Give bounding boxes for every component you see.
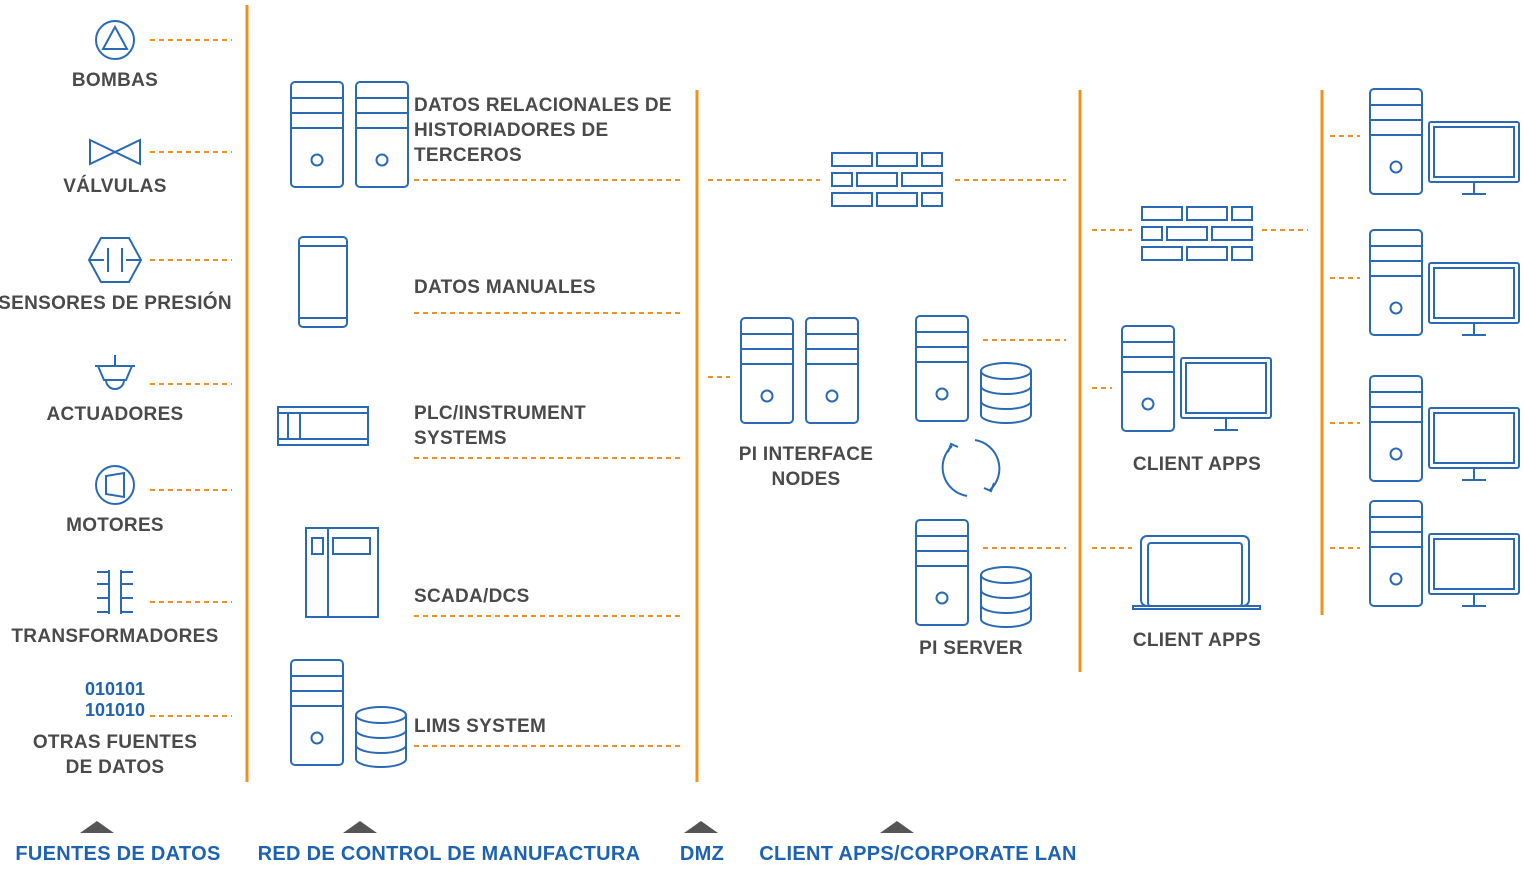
control-label: PLC/INSTRUMENT	[414, 403, 586, 424]
actuator-icon	[95, 355, 135, 390]
client-apps-label: CLIENT APPS	[1133, 454, 1261, 475]
motor-icon	[95, 465, 135, 505]
control-lims: LIMS SYSTEM	[290, 659, 680, 768]
pressure-sensor-icon	[87, 237, 143, 283]
desktop-computer-icon	[1369, 88, 1520, 195]
control-label: HISTORIADORES DE	[414, 120, 608, 141]
server-database-icon	[915, 519, 1032, 628]
footer-section: RED DE CONTROL DE MANUFACTURA	[258, 821, 641, 865]
interface-nodes-label: PI INTERFACE	[739, 444, 874, 465]
transformer-icon	[97, 570, 133, 614]
control-manual-data: DATOS MANUALES	[298, 236, 680, 328]
binary-icon: 010101 101010	[85, 679, 145, 720]
pi-server-primary	[915, 315, 1066, 424]
plc-icon	[277, 406, 369, 446]
footer-section: DMZ	[680, 821, 724, 865]
interface-nodes-label: NODES	[771, 469, 840, 490]
workstation	[1330, 88, 1520, 195]
source-label: BOMBAS	[72, 70, 158, 91]
control-label: SCADA/DCS	[414, 586, 530, 607]
source-label: TRANSFORMADORES	[11, 626, 218, 647]
control-scada: SCADA/DCS	[305, 527, 680, 618]
source-motor: MOTORES	[66, 465, 232, 536]
up-arrow-icon	[343, 821, 377, 833]
firewall-icon	[831, 152, 943, 207]
source-label: DE DATOS	[66, 757, 165, 778]
control-label: TERCEROS	[414, 145, 522, 166]
workstation	[1330, 500, 1520, 607]
source-valve: VÁLVULAS	[63, 138, 232, 197]
tablet-icon	[298, 236, 348, 328]
server-database-icon	[290, 659, 407, 768]
pump-icon	[95, 20, 135, 60]
source-label: MOTORES	[66, 515, 164, 536]
workstation	[1330, 375, 1520, 482]
control-plc: PLC/INSTRUMENT SYSTEMS	[277, 403, 680, 459]
server-database-icon	[915, 315, 1032, 424]
laptop-icon	[1132, 535, 1261, 610]
source-label: ACTUADORES	[46, 404, 183, 425]
desktop-computer-icon	[1121, 325, 1272, 432]
scada-cabinet-icon	[305, 527, 379, 618]
source-label: VÁLVULAS	[63, 175, 166, 197]
footer-label: DMZ	[680, 843, 724, 865]
up-arrow-icon	[684, 821, 718, 833]
control-label: SYSTEMS	[414, 428, 507, 449]
pi-server-secondary: PI SERVER	[915, 519, 1066, 659]
binary-line: 101010	[85, 700, 145, 720]
binary-line: 010101	[85, 679, 145, 699]
footer-section: CLIENT APPS/CORPORATE LAN	[759, 821, 1077, 865]
sync-icon	[941, 439, 1001, 497]
source-label: SENSORES DE PRESIÓN	[0, 292, 232, 314]
footer-label: RED DE CONTROL DE MANUFACTURA	[258, 843, 641, 865]
client-apps-label: CLIENT APPS	[1133, 630, 1261, 651]
desktop-computer-icon	[1369, 500, 1520, 607]
desktop-computer-icon	[1369, 229, 1520, 336]
source-other: 010101 101010 OTRAS FUENTES DE DATOS	[33, 679, 232, 778]
source-actuator: ACTUADORES	[46, 355, 232, 425]
client-apps-desktop: CLIENT APPS	[1121, 325, 1272, 475]
control-label: DATOS RELACIONALES DE	[414, 95, 672, 116]
pi-interface-nodes: PI INTERFACE NODES	[739, 317, 874, 490]
source-pressure-sensor: SENSORES DE PRESIÓN	[0, 237, 232, 314]
desktop-computer-icon	[1369, 375, 1520, 482]
up-arrow-icon	[880, 821, 914, 833]
control-third-party-historians: DATOS RELACIONALES DE HISTORIADORES DE T…	[290, 81, 680, 188]
footer-label: FUENTES DE DATOS	[15, 843, 220, 865]
source-pump: BOMBAS	[72, 20, 232, 91]
footer-section: FUENTES DE DATOS	[15, 821, 220, 865]
workstation	[1330, 229, 1520, 336]
source-label: OTRAS FUENTES	[33, 732, 197, 753]
control-label: LIMS SYSTEM	[414, 716, 546, 737]
pi-server-label: PI SERVER	[919, 638, 1023, 659]
client-apps-laptop: CLIENT APPS	[1132, 535, 1261, 651]
firewall-icon	[1141, 206, 1253, 261]
footer-label: CLIENT APPS/CORPORATE LAN	[759, 843, 1077, 865]
valve-icon	[89, 138, 141, 166]
servers-icon	[290, 81, 409, 188]
control-label: DATOS MANUALES	[414, 277, 596, 298]
servers-icon	[740, 317, 859, 424]
source-transformer: TRANSFORMADORES	[11, 570, 232, 647]
up-arrow-icon	[80, 821, 114, 833]
